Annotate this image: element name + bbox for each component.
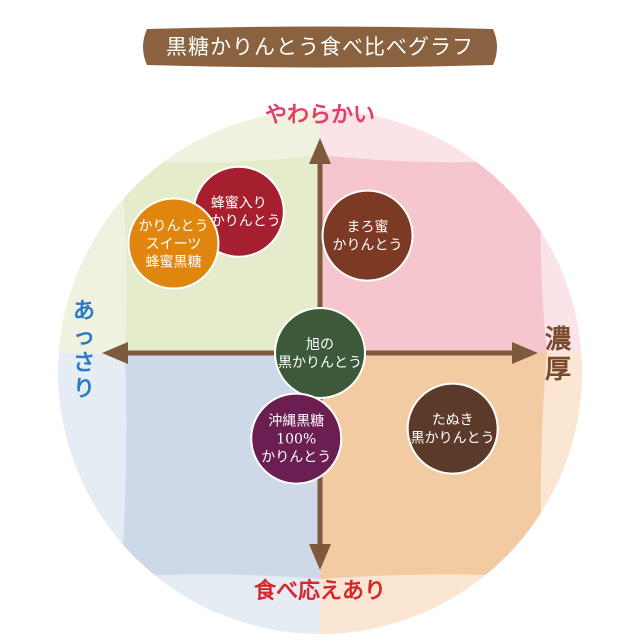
- axis-label-bottom: 食べ応えあり: [254, 578, 386, 604]
- arrow-down: [309, 544, 331, 570]
- axis-label-left-char: っ: [73, 325, 95, 350]
- title-banner-shape: [143, 26, 497, 68]
- axis-label-left-char: あ: [73, 299, 95, 324]
- arrow-up: [309, 138, 331, 164]
- point-label: かりんとう: [138, 219, 208, 235]
- arrow-right: [512, 342, 538, 364]
- point-label: 蜂蜜黒糖: [145, 255, 201, 271]
- point-label: 蜂蜜入り: [211, 196, 267, 212]
- point-label: まろ蜜: [347, 220, 389, 236]
- point-bubble: [406, 382, 499, 475]
- point-label: かりんとう: [261, 450, 331, 466]
- axis-label-right-char: 厚: [545, 355, 571, 385]
- axis-label-left-char: さ: [73, 351, 95, 376]
- point-bubble: [250, 392, 343, 485]
- point-label: 黒かりんとう: [411, 431, 495, 447]
- point-label: 100%: [276, 432, 316, 448]
- axis-label-left-char: り: [73, 377, 95, 402]
- point-label: たぬき: [432, 413, 474, 429]
- point-bubble: [127, 197, 220, 290]
- point-label: 黒かりんとう: [278, 355, 362, 371]
- point-bubble: [321, 189, 414, 282]
- point-label: 黒かりんとう: [197, 214, 281, 230]
- point-bubble: [274, 307, 366, 399]
- axis-label-top: やわらかい: [265, 103, 375, 128]
- axis-label-right: 濃厚: [545, 325, 572, 385]
- point-label: かりんとう: [333, 238, 403, 254]
- point-label: 沖縄黒糖: [268, 414, 324, 430]
- point-label: 旭の: [306, 337, 334, 353]
- point-4: 沖縄黒糖 100% かりんとう: [250, 392, 343, 485]
- point-label: スイーツ: [146, 237, 202, 253]
- chart-title: 黒糖かりんとう食べ比べグラフ: [166, 35, 474, 59]
- arrow-left: [102, 342, 128, 364]
- title-banner: 黒糖かりんとう食べ比べグラフ: [137, 26, 503, 68]
- axis-label-right-char: 濃: [545, 325, 572, 355]
